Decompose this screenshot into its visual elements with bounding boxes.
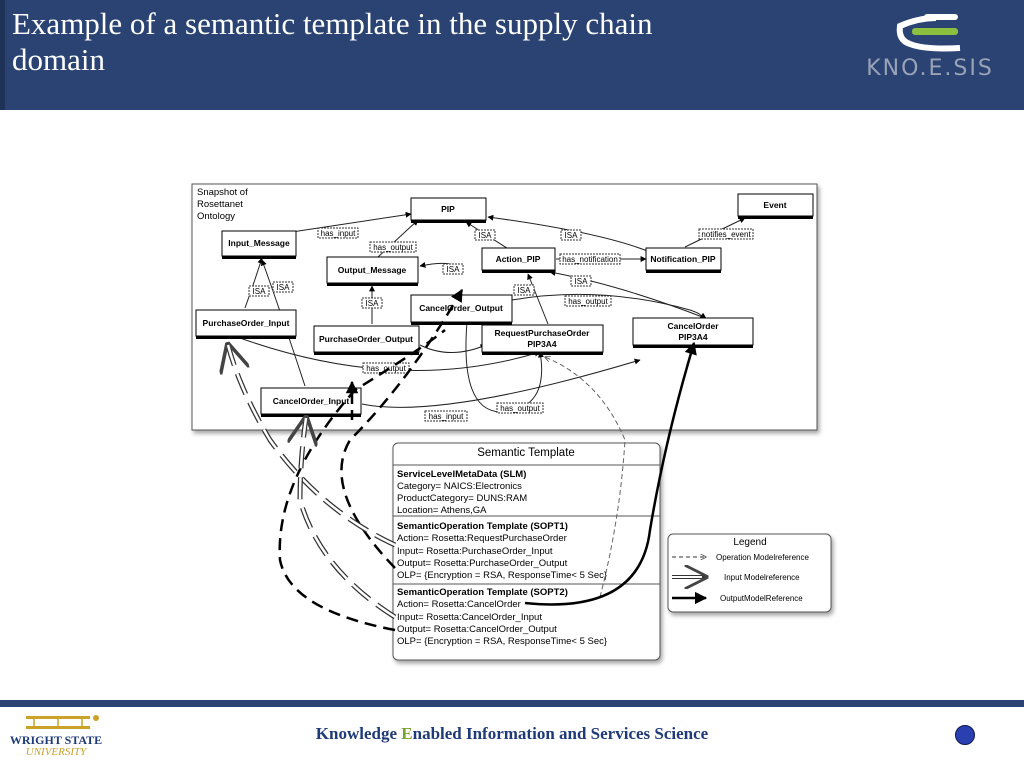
legend-item: Operation Modelreference (716, 553, 809, 562)
slm-line: ProductCategory= DUNS:RAM (397, 493, 527, 504)
node-output-message: Output_Message (326, 256, 419, 286)
edge-label: has_output (568, 297, 608, 306)
node-label: Output_Message (338, 265, 407, 275)
sopt1-line: OLP= {Encryption = RSA, ResponseTime< 5 … (397, 570, 607, 581)
node-event: Event (737, 193, 814, 219)
edge-label: has_notification (562, 255, 618, 264)
ontology-edge-labels: has_input has_output ISA ISA notifies_ev… (248, 227, 754, 422)
knoesis-logo-icon (896, 14, 961, 52)
sopt2-line: Action= Rosetta:CancelOrder (397, 599, 521, 610)
ontology-caption-3: Ontology (197, 211, 235, 222)
footer-bar (0, 700, 1024, 707)
university-subtitle: UNIVERSITY (25, 746, 87, 758)
legend-item: Input Modelreference (724, 573, 800, 582)
ontology-caption-1: Snapshot of (197, 187, 248, 198)
node-label: CancelOrder (667, 321, 719, 331)
slm-title: ServiceLevelMetaData (SLM) (397, 469, 526, 480)
knoesis-logo: KNO.E.SIS (850, 8, 1010, 88)
node-label: PIP3A4 (527, 339, 557, 349)
node-label: Input_Message (228, 238, 290, 248)
sopt1-line: Action= Rosetta:RequestPurchaseOrder (397, 533, 567, 544)
wright-flyer-icon (26, 715, 99, 729)
edge-label: has_output (373, 243, 413, 252)
edge-label: has_output (366, 364, 406, 373)
footer-text-post: nabled Information and Services Science (412, 724, 709, 743)
wright-state-logo: WRIGHT STATE UNIVERSITY (6, 712, 108, 762)
node-input-message: Input_Message (221, 230, 297, 259)
sopt2-title: SemanticOperation Template (SOPT2) (397, 587, 568, 598)
model-reference-connectors (228, 288, 697, 632)
logo-text: KNO.E.SIS (866, 56, 994, 81)
footer-text: Knowledge Enabled Information and Servic… (0, 724, 1024, 744)
edge-label: has_output (500, 404, 540, 413)
sopt1-line: Input= Rosetta:PurchaseOrder_Input (397, 546, 553, 557)
sopt2-line: Output= Rosetta:CancelOrder_Output (397, 624, 557, 635)
sopt2-line: OLP= {Encryption = RSA, ResponseTime< 5 … (397, 636, 607, 647)
node-pip: PIP (410, 197, 487, 223)
sopt1-line: Output= Rosetta:PurchaseOrder_Output (397, 558, 568, 569)
edge-label: ISA (575, 277, 589, 286)
header-left-accent (0, 0, 5, 110)
edge-label: notifies_event (701, 230, 751, 239)
node-purchaseorder-output: PurchaseOrder_Output (313, 325, 420, 355)
node-label: RequestPurchaseOrder (495, 328, 591, 338)
node-label: PIP (441, 204, 455, 214)
slide-indicator-dot[interactable] (955, 725, 975, 745)
slm-line: Category= NAICS:Electronics (397, 481, 522, 492)
node-label: PurchaseOrder_Input (203, 318, 290, 328)
edge-label: ISA (253, 287, 267, 296)
edge-label: ISA (277, 283, 291, 292)
slm-line: Location= Athens,GA (397, 505, 487, 516)
footer-text-accent: E (401, 724, 413, 743)
slide-header (0, 0, 1024, 110)
node-label: Action_PIP (496, 254, 541, 264)
node-cancelorder-output: CancelOrder_Output (410, 294, 513, 325)
edge-label: ISA (565, 231, 579, 240)
sopt1-title: SemanticOperation Template (SOPT1) (397, 521, 568, 532)
edge-label: ISA (447, 265, 461, 274)
legend-box: Legend Operation Modelreference Input Mo… (667, 533, 832, 613)
ontology-caption-2: Rosettanet (197, 199, 243, 210)
node-label: Notification_PIP (650, 254, 716, 264)
template-header: Semantic Template (477, 447, 575, 459)
edge-label: ISA (518, 286, 532, 295)
node-label: CancelOrder_Input (273, 396, 350, 406)
node-label: CancelOrder_Output (419, 303, 503, 313)
node-cancelorder-input: CancelOrder_Input (260, 387, 362, 417)
footer-text-pre: Knowledge (315, 724, 402, 743)
legend-item: OutputModelReference (720, 594, 803, 603)
sopt2-line: Input= Rosetta:CancelOrder_Input (397, 612, 542, 623)
node-purchaseorder-input: PurchaseOrder_Input (195, 309, 297, 339)
edge-label: ISA (366, 299, 380, 308)
slide-title: Example of a semantic template in the su… (12, 6, 653, 77)
university-name: WRIGHT STATE (9, 733, 103, 747)
node-notification-pip: Notification_PIP (645, 247, 722, 273)
node-label: PurchaseOrder_Output (319, 334, 413, 344)
semantic-template-box: Semantic Template ServiceLevelMetaData (… (392, 442, 661, 661)
edge-label: ISA (479, 231, 493, 240)
node-action-pip: Action_PIP (481, 247, 556, 273)
legend-title: Legend (733, 537, 766, 548)
node-requestpurchaseorder: RequestPurchaseOrder PIP3A4 (481, 324, 604, 355)
edge-label: has_input (321, 229, 356, 238)
node-label: PIP3A4 (678, 332, 708, 342)
edge-label: has_input (429, 412, 464, 421)
node-label: Event (763, 200, 786, 210)
